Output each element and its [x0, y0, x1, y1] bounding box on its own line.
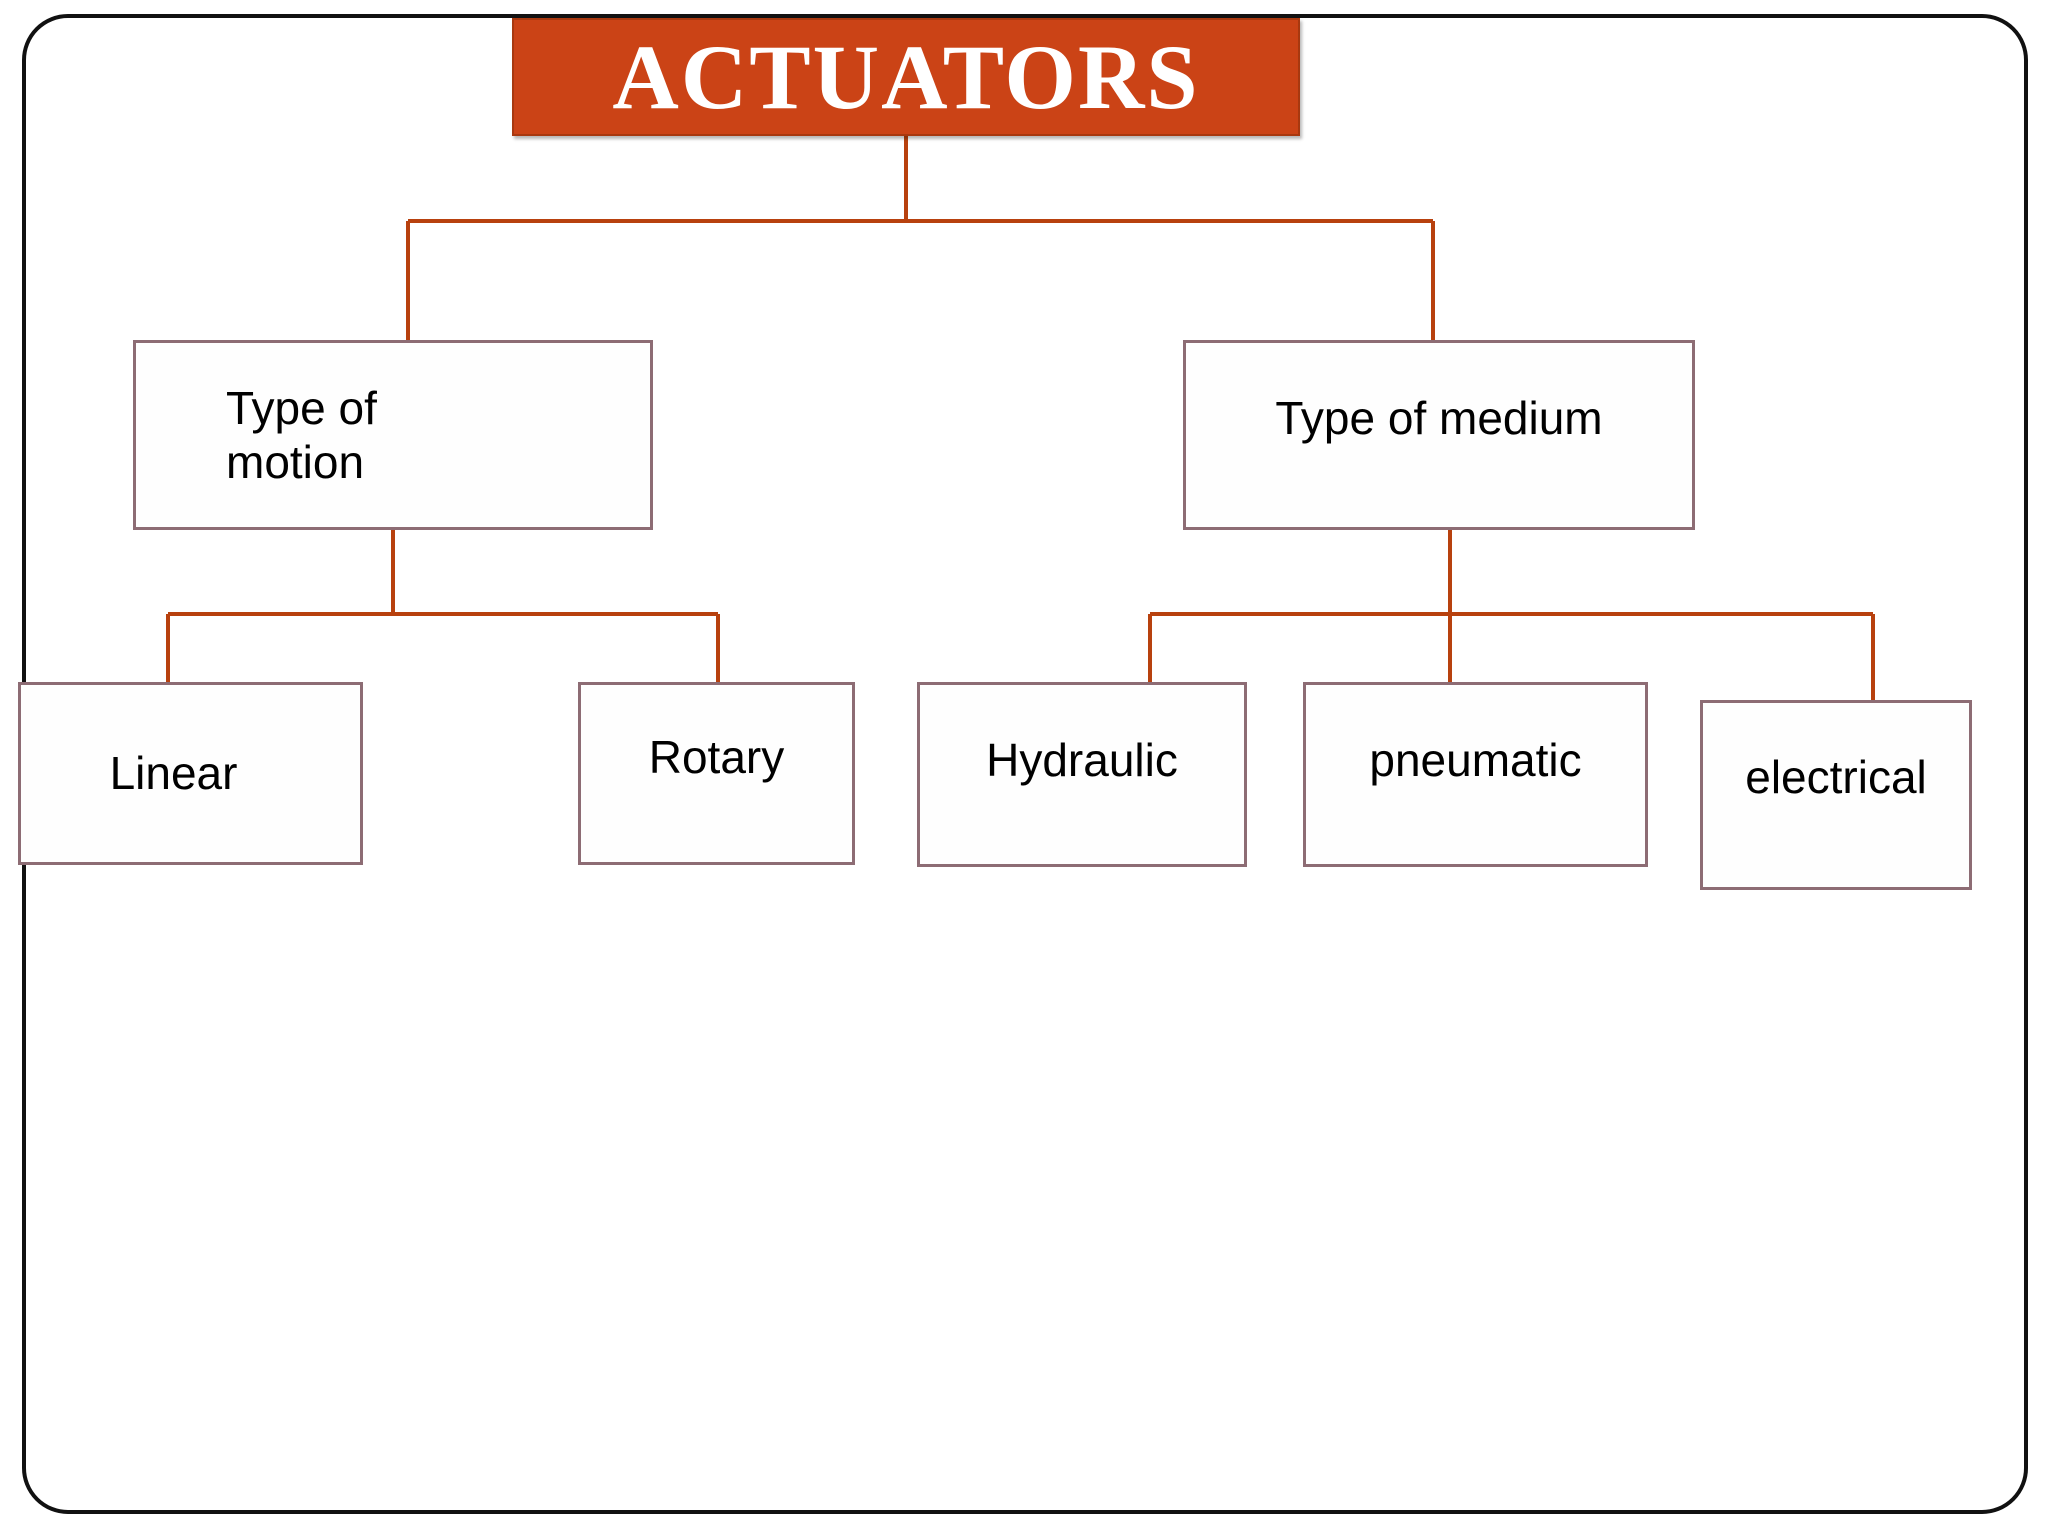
diagram-title-banner: ACTUATORS [512, 18, 1300, 136]
node-label-linear: Linear [109, 747, 238, 800]
node-electrical[interactable]: electrical [1700, 700, 1972, 890]
node-label-pneumatic: pneumatic [1369, 734, 1582, 787]
diagram-title-text: ACTUATORS [612, 26, 1200, 128]
node-label-hydraulic: Hydraulic [986, 734, 1178, 787]
node-label-rotary: Rotary [648, 731, 785, 784]
node-label-type-of-motion: Type of motion [226, 381, 377, 488]
node-pneumatic[interactable]: pneumatic [1303, 682, 1648, 867]
node-label-electrical: electrical [1745, 750, 1927, 803]
node-hydraulic[interactable]: Hydraulic [917, 682, 1247, 867]
node-rotary[interactable]: Rotary [578, 682, 855, 865]
node-linear[interactable]: Linear [18, 682, 363, 865]
node-label-type-of-medium: Type of medium [1275, 392, 1603, 444]
node-type-of-motion[interactable]: Type of motion [133, 340, 653, 530]
node-type-of-medium[interactable]: Type of medium [1183, 340, 1695, 530]
